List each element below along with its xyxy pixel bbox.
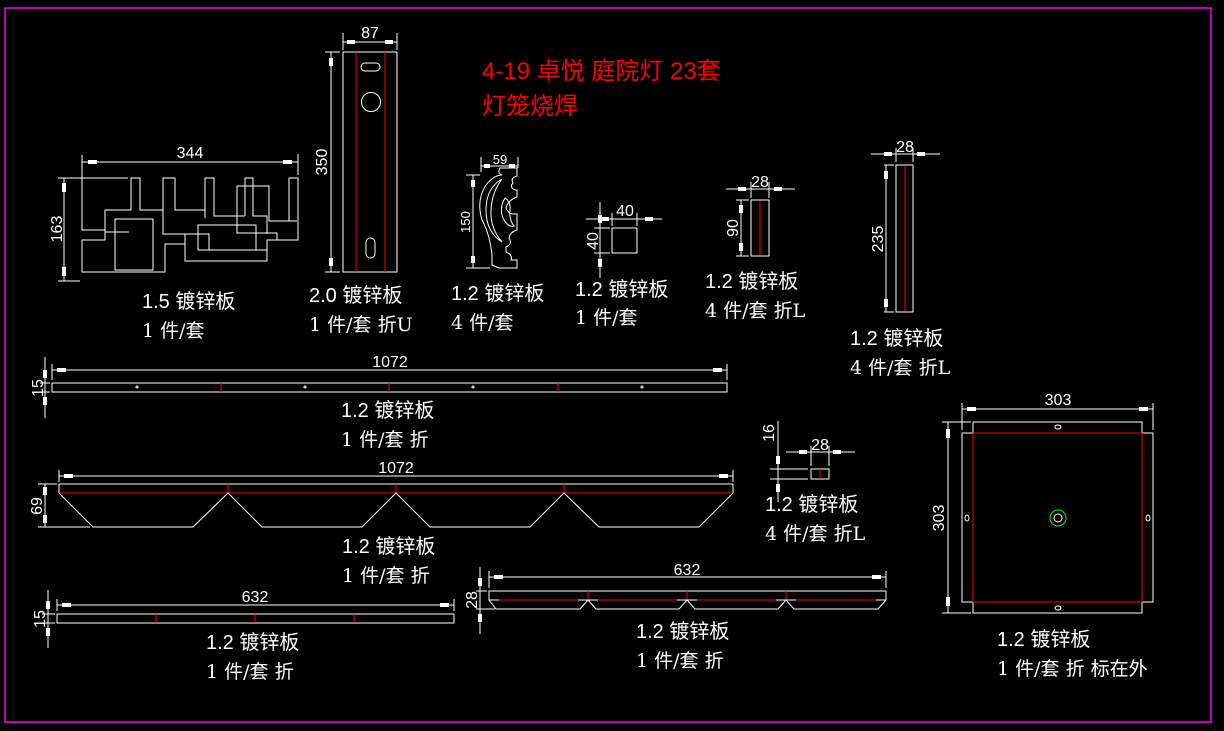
- slot-hole: [365, 237, 376, 259]
- slot-hole: [360, 62, 381, 72]
- dim-height: 163: [49, 216, 66, 243]
- part-5-outline: [750, 199, 770, 257]
- dim-height: 15: [32, 610, 49, 628]
- dim-height: 16: [761, 424, 778, 442]
- part-material: 1.2 镀锌板: [850, 327, 943, 350]
- hole: [964, 514, 970, 522]
- dim-width: 87: [361, 25, 379, 42]
- center-mark: [1049, 509, 1067, 527]
- dim-height: 69: [29, 497, 46, 515]
- part-6-outline: [895, 164, 914, 313]
- part-quantity: 1 件/套 折: [341, 429, 429, 451]
- dim-height: 90: [725, 219, 742, 237]
- part-1-outline: [81, 177, 299, 273]
- drawing-subtitle: 灯笼烧焊: [482, 93, 578, 120]
- dim-width: 1072: [372, 354, 408, 371]
- part-4: 40 40 1.2 镀锌板 1 件/套: [575, 202, 668, 329]
- part-2: 87 350 2.0 镀锌板 1 件/套 折U: [309, 25, 413, 336]
- dim-height: 235: [870, 226, 887, 253]
- part-2-outline: [342, 51, 398, 273]
- part-8: 1072 69 1.2 镀锌板 1 件/套 折: [29, 460, 734, 587]
- dim-height: 350: [314, 149, 331, 176]
- dim-height: 303: [931, 505, 948, 532]
- dim-width: 28: [896, 139, 914, 156]
- round-hole: [361, 92, 381, 112]
- part-material: 1.2 镀锌板: [206, 631, 299, 654]
- center-hole: [1053, 513, 1063, 523]
- part-material: 1.2 镀锌板: [997, 628, 1090, 651]
- drawing-frame: [4, 7, 1212, 723]
- dim-width: 28: [751, 174, 769, 191]
- part-1: 344 163 1.5 镀锌板 1 件/套: [49, 145, 299, 342]
- dim-width: 1072: [378, 460, 414, 477]
- part-material: 1.2 镀锌板: [636, 620, 729, 643]
- dim-height: 28: [464, 591, 481, 609]
- part-quantity: 1 件/套 折U: [309, 314, 413, 336]
- hole: [1145, 514, 1151, 522]
- hole: [1054, 424, 1062, 430]
- part-material: 1.2 镀锌板: [575, 278, 668, 301]
- part-11: 632 28 1.2 镀锌板 1 件/套 折: [464, 562, 887, 672]
- part-material: 1.2 镀锌板: [342, 535, 435, 558]
- dim-height: 150: [458, 211, 473, 233]
- part-quantity: 1 件/套 折: [636, 650, 724, 672]
- dim-width: 344: [177, 145, 204, 162]
- dim-width: 40: [616, 203, 634, 220]
- dim-height: 15: [30, 379, 47, 397]
- part-quantity: 1 件/套 折: [342, 565, 430, 587]
- part-quantity: 1 件/套: [142, 320, 205, 342]
- part-7: 1072 15 1.2 镀锌板 1 件/套 折: [30, 354, 728, 451]
- part-4-outline: [611, 227, 638, 254]
- part-12-outline: [961, 421, 1154, 614]
- part-6: 28 235 1.2 镀锌板 4 件/套 折L: [850, 139, 951, 379]
- dim-width: 632: [242, 589, 269, 606]
- part-material: 1.2 镀锌板: [765, 493, 858, 516]
- hole: [1054, 605, 1062, 611]
- part-5: 28 90 1.2 镀锌板 4 件/套 折L: [705, 174, 806, 322]
- part-quantity: 4 件/套: [451, 312, 514, 334]
- part-material: 1.2 镀锌板: [705, 270, 798, 293]
- dim-width: 303: [1045, 392, 1072, 409]
- dim-width: 59: [493, 152, 507, 167]
- part-quantity: 1 件/套 折: [206, 661, 294, 683]
- part-quantity: 4 件/套 折L: [765, 523, 866, 545]
- part-3-outline: [479, 167, 518, 269]
- dim-width: 28: [811, 437, 829, 454]
- part-3: 59 150 1.2 镀锌板 4 件/套: [451, 152, 544, 334]
- dim-height: 40: [585, 232, 602, 250]
- fold-line: [972, 432, 1143, 603]
- part-material: 1.2 镀锌板: [341, 399, 434, 422]
- part-material: 2.0 镀锌板: [309, 284, 402, 307]
- part-quantity: 4 件/套 折L: [705, 300, 806, 322]
- part-quantity: 1 件/套: [575, 307, 638, 329]
- part-quantity: 4 件/套 折L: [850, 357, 951, 379]
- part-12: 303 303 1.2 镀锌板 1 件/套 折 标在外: [931, 392, 1154, 680]
- part-9: 28 16 1.2 镀锌板 4 件/套 折L: [761, 421, 866, 545]
- part-quantity: 1 件/套 折 标在外: [997, 658, 1148, 680]
- drawing-title: 4-19 卓悦 庭院灯 23套: [482, 58, 721, 85]
- part-material: 1.2 镀锌板: [451, 282, 544, 305]
- dim-width: 632: [674, 562, 701, 579]
- part-10: 632 15 1.2 镀锌板 1 件/套 折: [32, 589, 455, 683]
- part-material: 1.5 镀锌板: [142, 290, 235, 313]
